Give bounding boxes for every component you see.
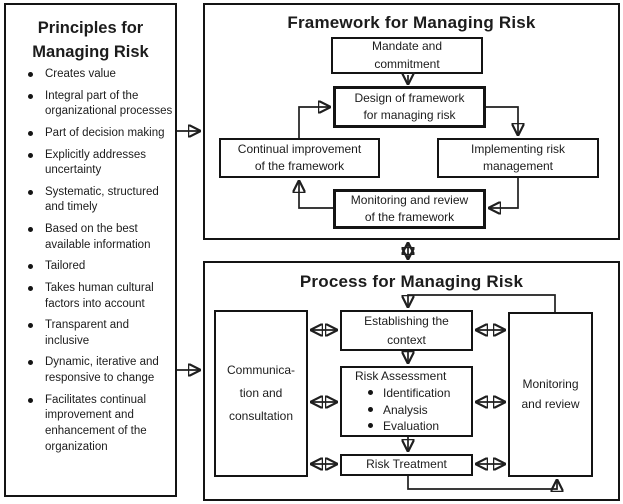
box-continual-improvement: Continual improvement of the framework [219,138,380,178]
principles-panel-title: Principles for Managing Risk [6,17,175,65]
risk-assessment-bullet: Identification [355,385,450,402]
box-text-line: commitment [374,56,440,71]
box-text-line: Risk Treatment [366,457,447,472]
box-text-line: of the framework [254,159,345,173]
box-text-line: of the framework [364,210,455,224]
box-text-line: and review [521,396,580,411]
box-monitoring-review-process: Monitoring and review [508,312,593,477]
process-panel-title: Process for Managing Risk [299,272,524,291]
principle-item: Integral part of the organizational proc… [18,89,173,120]
risk-assessment-bullet: Evaluation [355,418,439,435]
box-text-line: context [387,332,426,347]
box-text-line: management [482,159,554,173]
box-implementing-risk-management: Implementing risk management [437,138,599,178]
box-text-line: tion and [239,386,283,401]
box-design-of-framework: Design of framework for managing risk [333,86,486,128]
box-text-line: Establishing the [364,313,449,328]
box-monitoring-review-framework: Monitoring and review of the framework [333,189,486,229]
principle-item: Takes human cultural factors into accoun… [18,281,173,312]
box-text-line: for managing risk [363,108,456,122]
box-text-line: Communica- [226,363,295,378]
box-text-line: consultation [228,408,294,423]
box-text-line: Design of framework [354,90,465,105]
principles-title-line: Managing Risk [32,42,149,61]
principle-item: Dynamic, iterative and responsive to cha… [18,355,173,386]
box-mandate-and-commitment: Mandate and commitment [331,37,483,74]
principles-list: Creates value Integral part of the organ… [18,67,173,461]
principle-item: Tailored [18,259,173,275]
principle-item: Systematic, structured and timely [18,185,173,216]
principle-item: Transparent and inclusive [18,318,173,349]
framework-panel-title: Framework for Managing Risk [287,13,536,32]
box-text-line: Mandate and [371,39,443,54]
principles-panel: Principles for Managing Risk Creates val… [4,3,177,497]
box-text-line: Continual improvement [237,141,362,156]
box-risk-assessment: Risk Assessment Identification Analysis … [340,366,473,437]
box-text-line: Monitoring [522,377,579,392]
principle-item: Part of decision making [18,126,173,142]
principle-item: Explicitly addresses uncertainty [18,148,173,179]
box-establishing-context: Establishing the context [340,310,473,351]
box-communication-consultation: Communica- tion and consultation [214,310,308,477]
risk-assessment-bullet: Analysis [355,402,428,419]
principle-item: Based on the best available information [18,222,173,253]
box-risk-treatment: Risk Treatment [340,454,473,476]
risk-assessment-title: Risk Assessment [355,368,447,383]
box-text-line: Implementing risk [470,141,566,156]
principle-item: Facilitates continual improvement and en… [18,393,173,456]
principle-item: Creates value [18,67,173,83]
principles-title-line: Principles for [37,19,144,37]
box-text-line: Monitoring and review [350,192,469,207]
